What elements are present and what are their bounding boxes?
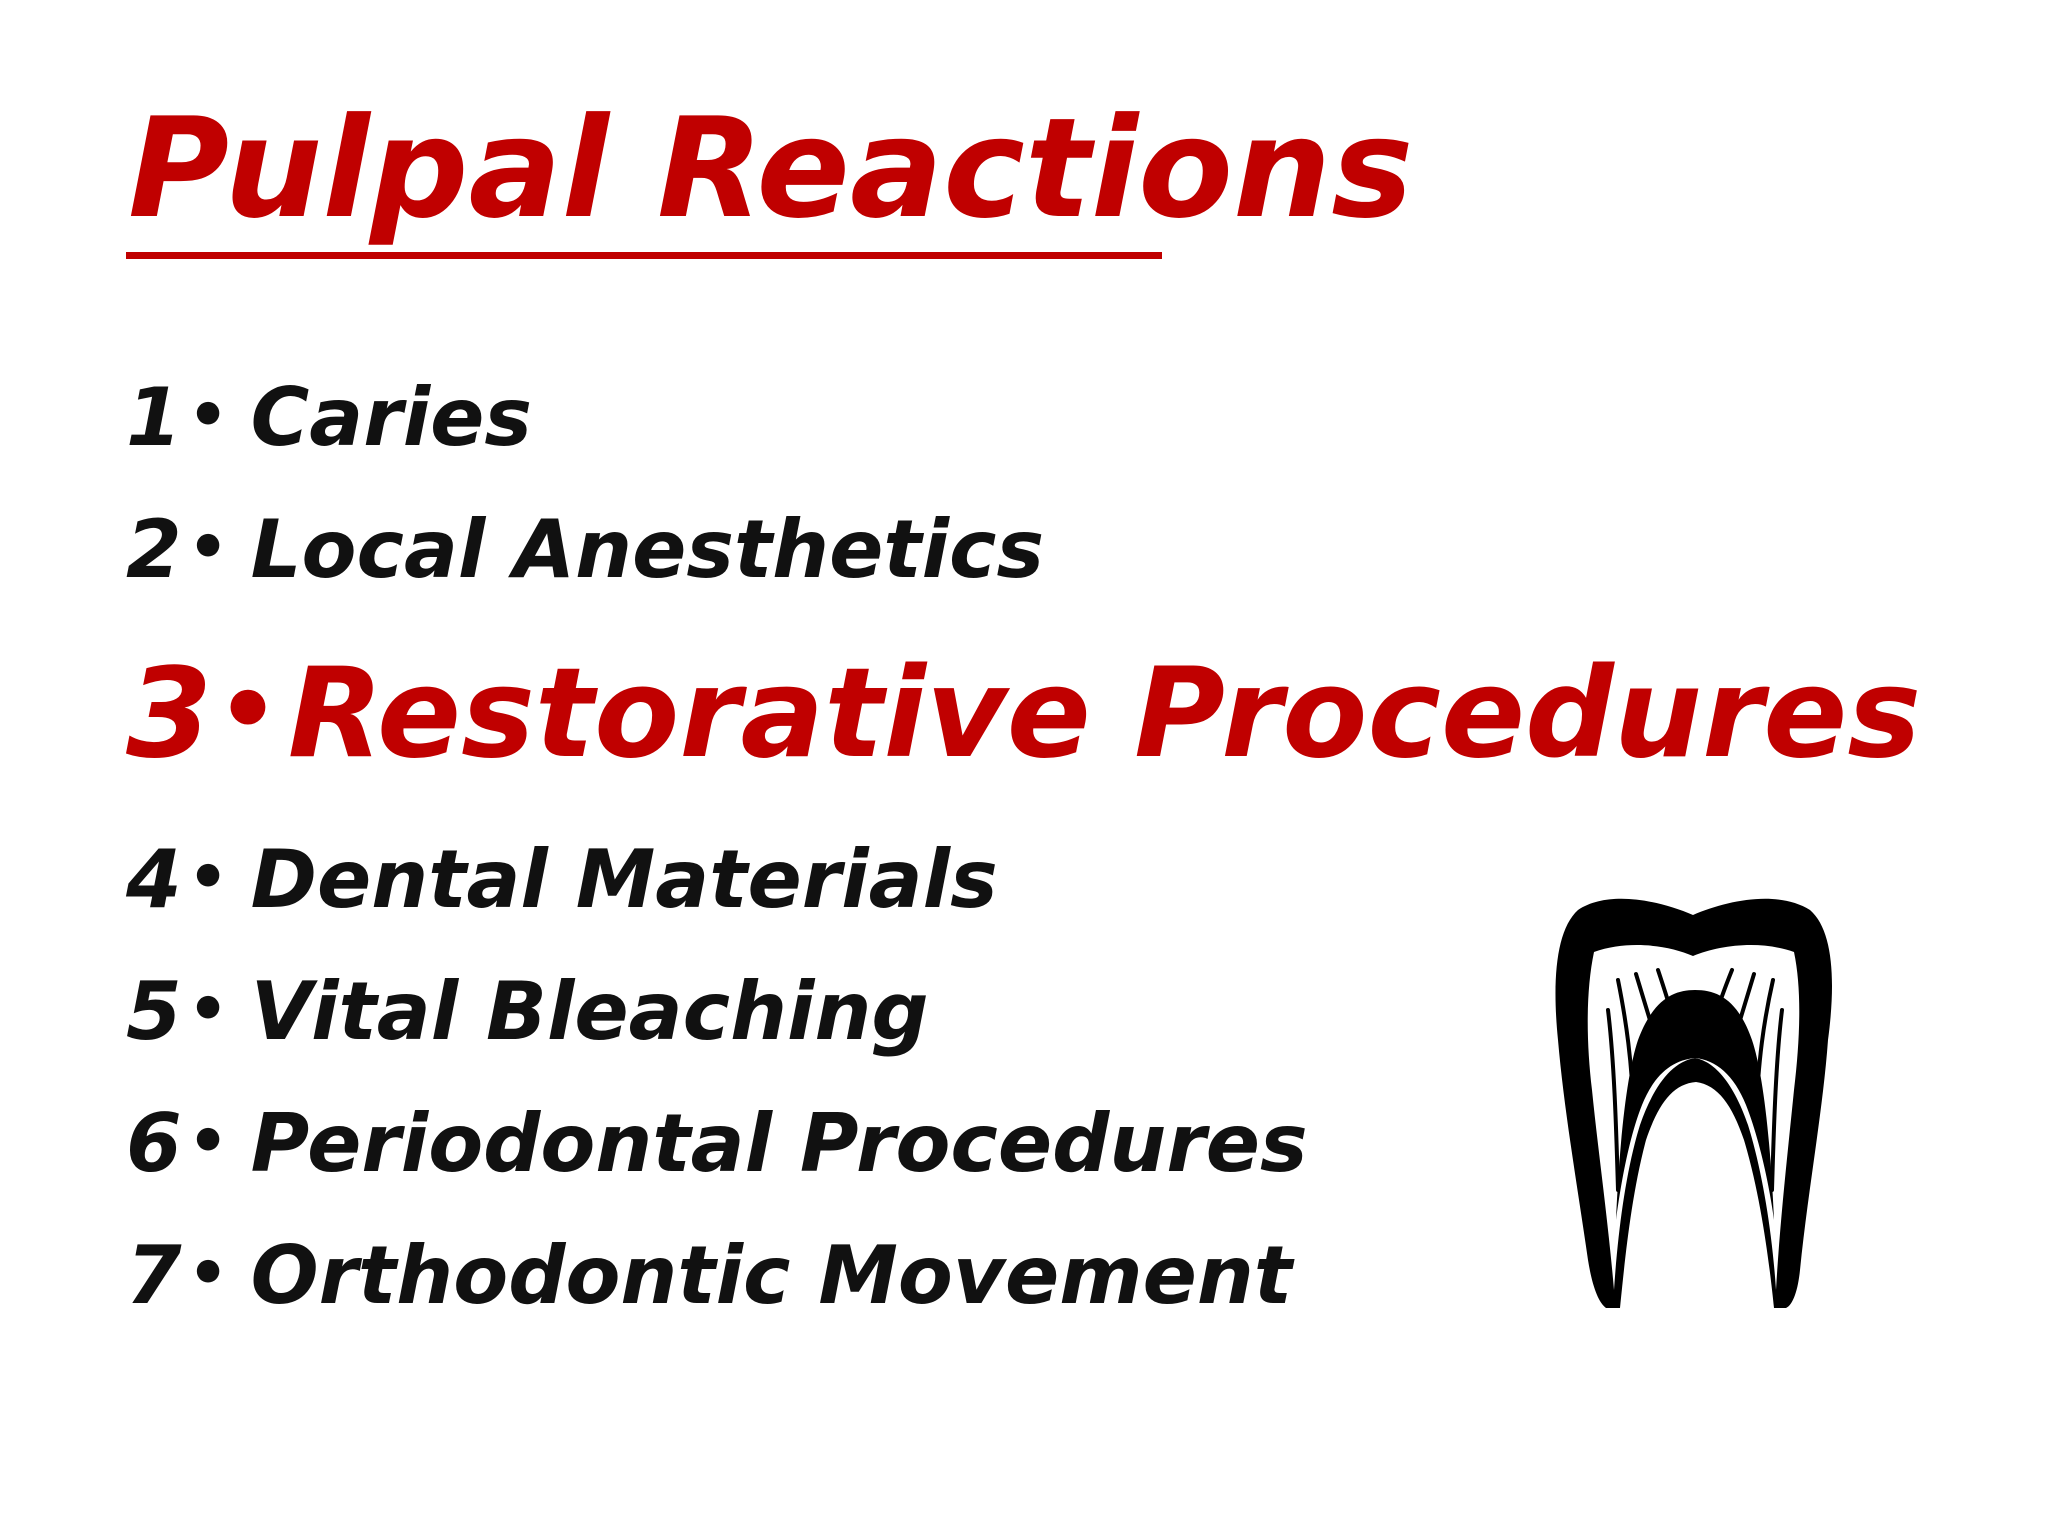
tooth-icon — [1555, 898, 1833, 1308]
list-item-label: Periodontal Procedures — [250, 1097, 1308, 1190]
list-item-label: Vital Bleaching — [250, 965, 929, 1058]
list-item-restorative-procedures: 3•Restorative Procedures — [126, 642, 1922, 786]
list-item-local-anesthetics: 2•Local Anesthetics — [126, 503, 1045, 596]
list-item-dental-materials: 4•Dental Materials — [126, 833, 998, 926]
list-item-number: 2 — [126, 503, 182, 596]
list-item-label: Dental Materials — [250, 833, 998, 926]
list-item-number: 5 — [126, 965, 182, 1058]
slide-title: Pulpal Reactions — [128, 88, 1414, 249]
list-item-label: Restorative Procedures — [287, 642, 1922, 786]
list-item-label: Local Anesthetics — [250, 503, 1045, 596]
list-item-orthodontic-movement: 7•Orthodontic Movement — [126, 1229, 1293, 1322]
list-item-number: 3 — [126, 642, 213, 786]
list-item-periodontal-procedures: 6•Periodontal Procedures — [126, 1097, 1308, 1190]
list-item-caries: 1•Caries — [126, 371, 533, 464]
list-item-number: 7 — [126, 1229, 182, 1322]
list-item-number: 6 — [126, 1097, 182, 1190]
list-item-label: Caries — [250, 371, 533, 464]
list-item-number: 4 — [126, 833, 182, 926]
list-item-vital-bleaching: 5•Vital Bleaching — [126, 965, 929, 1058]
title-underline — [126, 252, 1162, 259]
list-item-number: 1 — [126, 371, 182, 464]
list-item-label: Orthodontic Movement — [250, 1229, 1293, 1322]
